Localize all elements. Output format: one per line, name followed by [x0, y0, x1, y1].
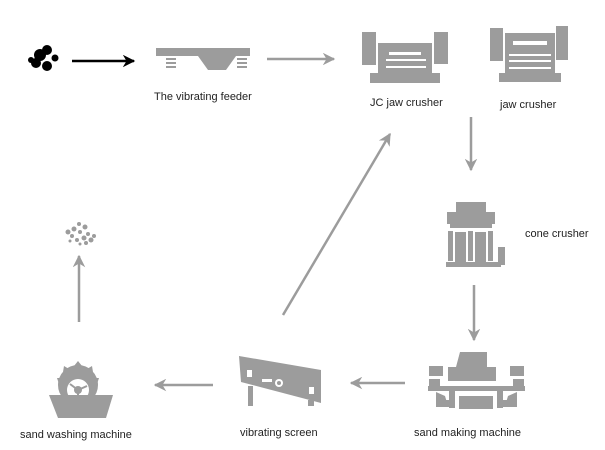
vibrating-screen-icon [239, 356, 321, 406]
label-sand-making-machine: sand making machine [414, 427, 522, 439]
vibrating-feeder-icon [156, 48, 250, 70]
sand-making-machine-icon [428, 352, 525, 409]
jc-jaw-crusher-icon [362, 32, 448, 83]
raw-stone-icon [28, 45, 59, 71]
label-sand-washing-machine: sand washing machine [20, 429, 132, 441]
sand-washing-machine-icon [49, 361, 113, 418]
label-vibrating-screen: vibrating screen [240, 427, 318, 439]
arrow-screen-to-jaw-crusher-return [281, 132, 392, 316]
label-jc-jaw-crusher: JC jaw crusher [370, 97, 443, 109]
sand-particles-icon [65, 222, 96, 246]
cone-crusher-icon [446, 202, 505, 267]
jaw-crusher-icon [490, 26, 568, 82]
label-cone-crusher: cone crusher [525, 228, 589, 240]
label-jaw-crusher: jaw crusher [500, 99, 557, 111]
label-vibrating-feeder: The vibrating feeder [154, 91, 252, 103]
